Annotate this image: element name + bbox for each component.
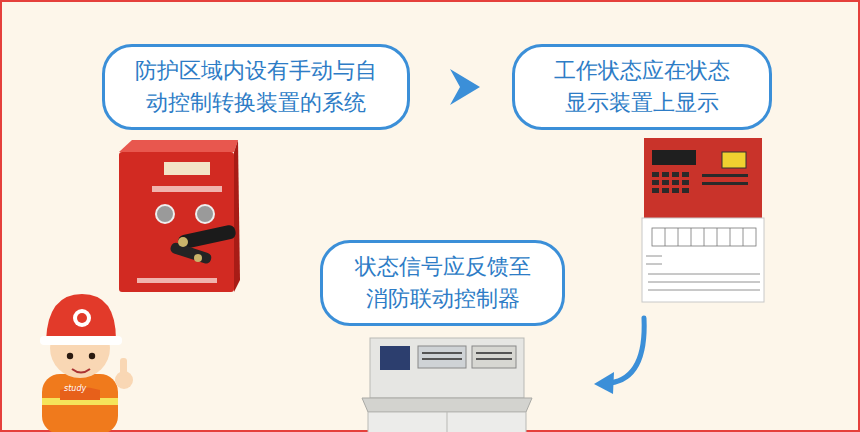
flow-chevron — [450, 69, 480, 105]
chevron-head — [450, 69, 480, 105]
curved-arrow — [594, 318, 644, 394]
firefighter-mascot — [40, 294, 133, 432]
box-text: 状态信号应反馈至消防联动控制器 — [355, 251, 531, 315]
controller-console-picture — [362, 338, 532, 432]
switch-box-picture — [119, 140, 240, 292]
rule-box: 防护区域内设有手动与自动控制转换装置的系统 — [102, 44, 410, 130]
box-text: 防护区域内设有手动与自动控制转换装置的系统 — [135, 55, 377, 119]
box-text: 工作状态应在状态显示装置上显示 — [554, 55, 730, 119]
display-panel-picture — [642, 138, 764, 302]
rule-box: 工作状态应在状态显示装置上显示 — [512, 44, 772, 130]
rule-box: 状态信号应反馈至消防联动控制器 — [320, 240, 565, 326]
shirt-text: study — [64, 385, 86, 393]
